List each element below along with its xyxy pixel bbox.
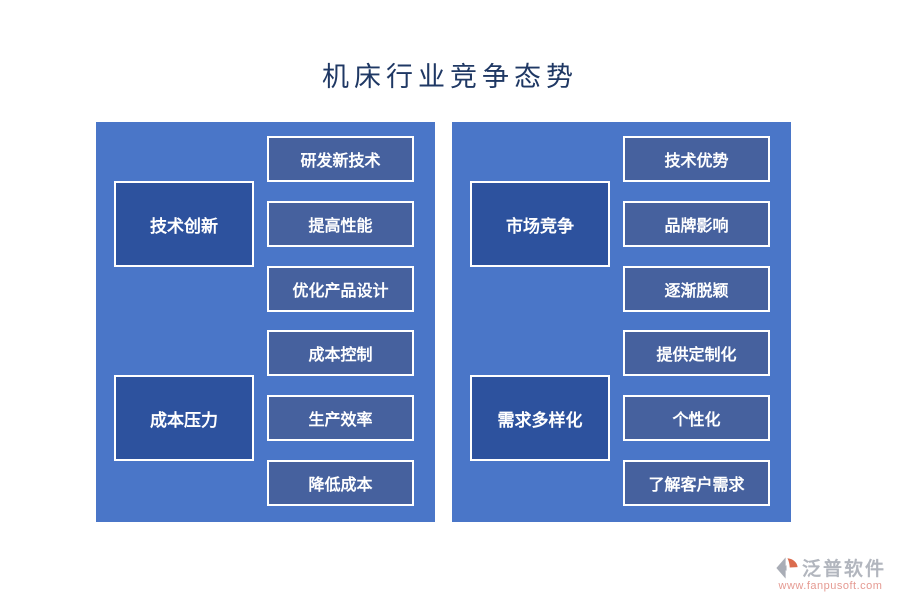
sub-topic-box: 了解客户需求 — [623, 460, 770, 506]
page-title: 机床行业竞争态势 — [322, 62, 578, 92]
panel-technology-cost: 技术创新 研发新技术 提高性能 优化产品设计 成本压力 成本控制 生产效率 降低… — [96, 122, 435, 522]
group-tech-innovation: 技术创新 研发新技术 提高性能 优化产品设计 — [114, 136, 435, 312]
group-demand-diversification: 需求多样化 提供定制化 个性化 了解客户需求 — [470, 330, 791, 506]
sub-topic-column: 成本控制 生产效率 降低成本 — [267, 330, 414, 506]
sub-topic-box: 优化产品设计 — [267, 266, 414, 312]
sub-topic-box: 逐渐脱颖 — [623, 266, 770, 312]
sub-topic-box: 生产效率 — [267, 395, 414, 441]
sub-topic-column: 研发新技术 提高性能 优化产品设计 — [267, 136, 414, 312]
sub-topic-box: 研发新技术 — [267, 136, 414, 182]
main-topic-box: 成本压力 — [114, 375, 254, 461]
brand-watermark: 泛普软件 www.fanpusoft.com — [775, 554, 886, 592]
sub-topic-box: 提供定制化 — [623, 330, 770, 376]
main-topic-box: 市场竞争 — [470, 181, 610, 267]
sub-topic-column: 技术优势 品牌影响 逐渐脱颖 — [623, 136, 770, 312]
diagram-panels: 技术创新 研发新技术 提高性能 优化产品设计 成本压力 成本控制 生产效率 降低… — [96, 122, 791, 522]
sub-topic-column: 提供定制化 个性化 了解客户需求 — [623, 330, 770, 506]
fanpu-logo-icon — [775, 556, 799, 580]
group-market-competition: 市场竞争 技术优势 品牌影响 逐渐脱颖 — [470, 136, 791, 312]
sub-topic-box: 提高性能 — [267, 201, 414, 247]
main-topic-box: 需求多样化 — [470, 375, 610, 461]
main-topic-box: 技术创新 — [114, 181, 254, 267]
sub-topic-box: 个性化 — [623, 395, 770, 441]
sub-topic-box: 技术优势 — [623, 136, 770, 182]
group-cost-pressure: 成本压力 成本控制 生产效率 降低成本 — [114, 330, 435, 506]
brand-row: 泛普软件 — [775, 554, 886, 581]
sub-topic-box: 成本控制 — [267, 330, 414, 376]
panel-market-demand: 市场竞争 技术优势 品牌影响 逐渐脱颖 需求多样化 提供定制化 个性化 了解客户… — [452, 122, 791, 522]
sub-topic-box: 降低成本 — [267, 460, 414, 506]
brand-name: 泛普软件 — [801, 559, 886, 580]
brand-url: www.fanpusoft.com — [778, 580, 883, 592]
sub-topic-box: 品牌影响 — [623, 201, 770, 247]
